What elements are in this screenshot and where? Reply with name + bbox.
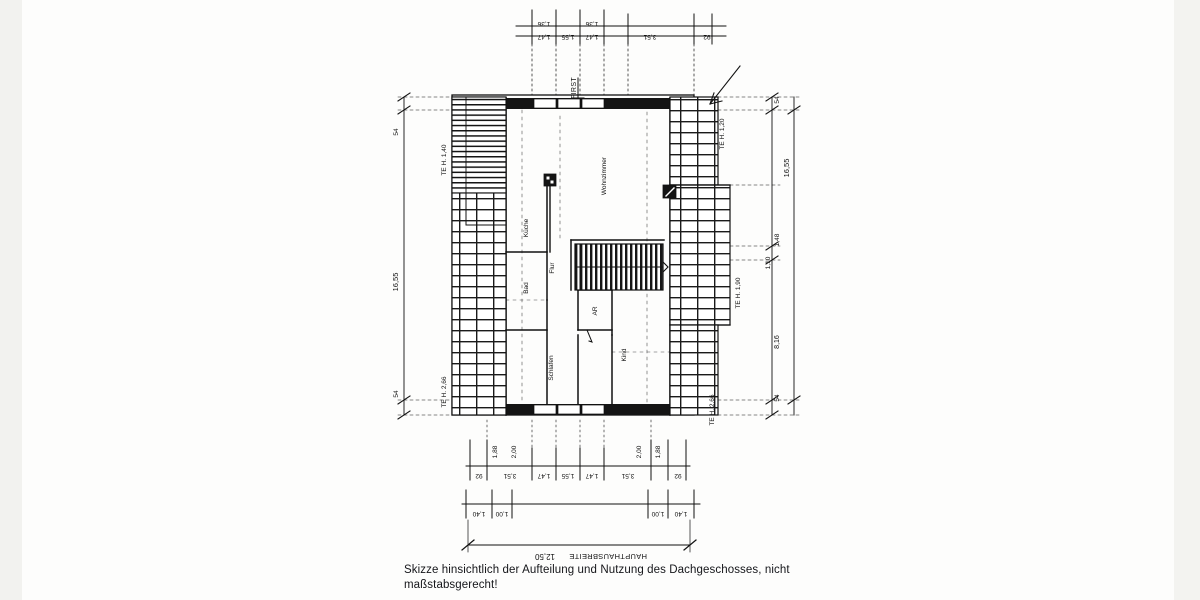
dim-right-outer-2: 54 [774,394,781,402]
dim-top-upper-0: 1,36 [537,20,550,27]
dim-bottom-main-2: 1,47 [537,472,550,479]
dim-top-upper-1: 1,36 [585,20,598,27]
interior-walls [505,179,665,405]
dim-bottom-main-5: 3,51 [621,472,634,479]
wall-bottom [506,404,670,415]
room-label-kind: Kind [621,348,628,361]
staircase [574,243,669,291]
dim-right-outer-0: 54 [774,96,781,104]
dim-top-lower-0: 1,47 [537,33,550,40]
dimension-chain-left [397,92,453,420]
direction-arrow [586,329,593,343]
dim-left-0: 54 [393,128,400,136]
dim-overall-width-label: HAUPTHAUSBREITE [569,552,647,561]
room-label-ar: AR [592,306,599,315]
wall-top [506,98,670,109]
room-label-kueche: Küche [523,218,530,237]
dim-overall-width: 12,50 [534,552,555,561]
wall-note-te-right-mid: TE H. 1,90 [735,277,742,308]
wall-note-te-right-bottom: TE H. 2,66 [709,394,716,425]
room-label-bad: Bad [523,282,530,294]
dim-left-2: 54 [393,390,400,398]
wall-note-te-left-top: TE H. 1,40 [441,144,448,175]
dim-top-lower-4: 92 [703,33,711,40]
chimney-block [543,173,557,187]
caption-line-2: maßstabsgerecht! [404,579,498,591]
wall-fixture-right [662,184,677,199]
roof-slope-right-upper [669,96,719,186]
ridge-marker [571,77,585,99]
roof-slope-right-lower [669,324,719,416]
leader-arrow [709,65,741,105]
drawing-caption: Skizze hinsichtlich der Aufteilung und N… [404,563,824,593]
dim-right-inner-1: 1,10 [765,256,772,269]
dimension-chain-top [515,9,727,96]
dim-right-outer-1: 16,55 [782,159,791,178]
dim-top-lower-2: 1,47 [585,33,598,40]
caption-line-1: Skizze hinsichtlich der Aufteilung und N… [404,564,790,576]
roof-slope-left [451,96,507,416]
dim-bottom-outer-3: 1,40 [674,510,687,517]
wall-note-te-right-top: TE H. 1,20 [719,118,726,149]
dim-bottom-upper-2: 2,00 [636,445,643,458]
room-label-flur: Flur [549,262,556,274]
dim-right-inner-2: 8,16 [774,335,781,349]
dim-bottom-upper-0: 1,88 [492,445,499,458]
dim-bottom-upper-1: 2,00 [511,445,518,458]
roof-dormer-right [669,184,731,326]
room-label-wohnzimmer: Wohnzimmer [601,156,608,195]
dim-left-1: 16,55 [391,273,400,292]
dim-bottom-main-6: 92 [674,472,682,479]
dim-bottom-main-0: 92 [475,472,483,479]
dim-bottom-main-4: 1,47 [585,472,598,479]
dim-bottom-outer-0: 1,40 [472,510,485,517]
wall-note-te-left-bottom: TE H. 2,66 [441,376,448,407]
ridge-label: FIRST [571,77,578,100]
room-label-schlafen: Schlafen [548,355,555,381]
dim-bottom-main-1: 3,51 [503,472,516,479]
dim-bottom-main-3: 1,55 [561,472,574,479]
dimension-chain-bottom [461,419,701,553]
dim-bottom-outer-2: 1,00 [651,510,664,517]
dim-top-lower-1: 1,55 [561,33,574,40]
dimension-chain-right [717,92,801,420]
dim-top-lower-3: 3,51 [643,33,656,40]
dim-right-inner-0: 1,48 [774,233,781,246]
dim-bottom-upper-3: 1,88 [655,445,662,458]
dim-bottom-outer-1: 1,00 [495,510,508,517]
